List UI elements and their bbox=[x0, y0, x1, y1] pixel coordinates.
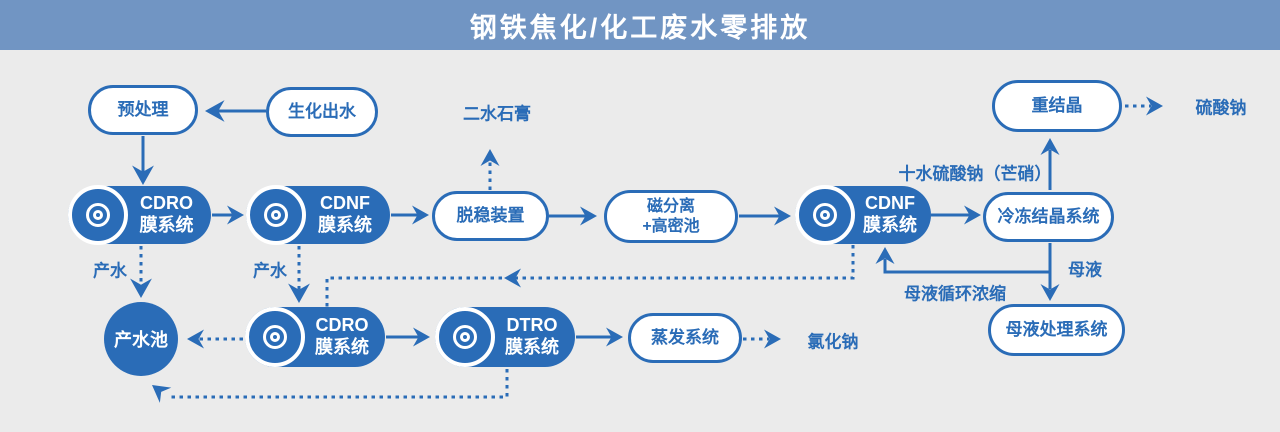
node-biochemical-effluent: 生化出水 bbox=[266, 87, 378, 137]
node-label: +高密池 bbox=[642, 217, 700, 235]
node-cdnf-membrane-top: CDNF 膜系统 bbox=[246, 185, 390, 245]
node-label: 冷冻结晶系统 bbox=[997, 206, 1100, 226]
node-label: 磁分离 bbox=[646, 198, 695, 216]
node-label: 母液处理系统 bbox=[1005, 319, 1108, 339]
node-recrystallization: 重结晶 bbox=[992, 80, 1122, 132]
node-label: 脱稳装置 bbox=[456, 205, 525, 225]
node-label: 预处理 bbox=[117, 99, 169, 119]
node-label: CDNF bbox=[865, 193, 915, 214]
node-cdnf-membrane-right: CDNF 膜系统 bbox=[795, 185, 931, 245]
node-cdro-membrane-bottom: CDRO 膜系统 bbox=[245, 307, 385, 367]
node-label: 重结晶 bbox=[1031, 95, 1083, 115]
label-sodium-sulfate: 硫酸钠 bbox=[1195, 98, 1247, 118]
node-evaporation: 蒸发系统 bbox=[628, 313, 742, 363]
node-destabilization: 脱稳装置 bbox=[432, 191, 549, 241]
node-label: 生化出水 bbox=[288, 101, 356, 121]
node-freeze-crystallization: 冷冻结晶系统 bbox=[983, 192, 1114, 242]
node-label: 膜系统 bbox=[139, 215, 194, 235]
node-label: 膜系统 bbox=[315, 337, 369, 357]
node-label: 产水池 bbox=[114, 330, 168, 350]
membrane-disc-icon bbox=[435, 307, 495, 367]
title-banner: 钢铁焦化/化工废水零排放 bbox=[0, 0, 1280, 50]
label-gypsum: 二水石膏 bbox=[463, 104, 531, 124]
node-pretreatment: 预处理 bbox=[88, 85, 198, 135]
node-label: 膜系统 bbox=[318, 215, 372, 235]
node-cdro-membrane-top: CDRO 膜系统 bbox=[68, 185, 211, 245]
label-product-water-2: 产水 bbox=[253, 261, 287, 281]
label-glauber-salt: 十水硫酸钠（芒硝） bbox=[898, 164, 1052, 184]
label-sodium-chloride: 氯化钠 bbox=[807, 332, 859, 352]
node-label: CDRO bbox=[315, 315, 369, 336]
page-title: 钢铁焦化/化工废水零排放 bbox=[469, 12, 811, 43]
node-label: 蒸发系统 bbox=[651, 327, 719, 347]
node-product-water-pool: 产水池 bbox=[104, 302, 178, 376]
node-label: CDRO bbox=[140, 193, 193, 214]
membrane-disc-icon bbox=[246, 185, 306, 245]
node-dtro-membrane: DTRO 膜系统 bbox=[435, 307, 575, 367]
node-magnetic-separation: 磁分离 +高密池 bbox=[604, 190, 738, 243]
node-label: DTRO bbox=[506, 315, 558, 336]
node-mother-liquor-treatment: 母液处理系统 bbox=[988, 304, 1125, 356]
label-mother-liquor: 母液 bbox=[1068, 260, 1102, 280]
node-label: 膜系统 bbox=[863, 215, 917, 235]
membrane-disc-icon bbox=[245, 307, 305, 367]
membrane-disc-icon bbox=[68, 185, 128, 245]
node-label: 膜系统 bbox=[505, 337, 559, 357]
node-label: CDNF bbox=[320, 193, 370, 214]
label-mother-liquor-recycle: 母液循环浓缩 bbox=[904, 284, 1006, 304]
label-product-water-1: 产水 bbox=[93, 261, 127, 281]
membrane-disc-icon bbox=[795, 185, 855, 245]
